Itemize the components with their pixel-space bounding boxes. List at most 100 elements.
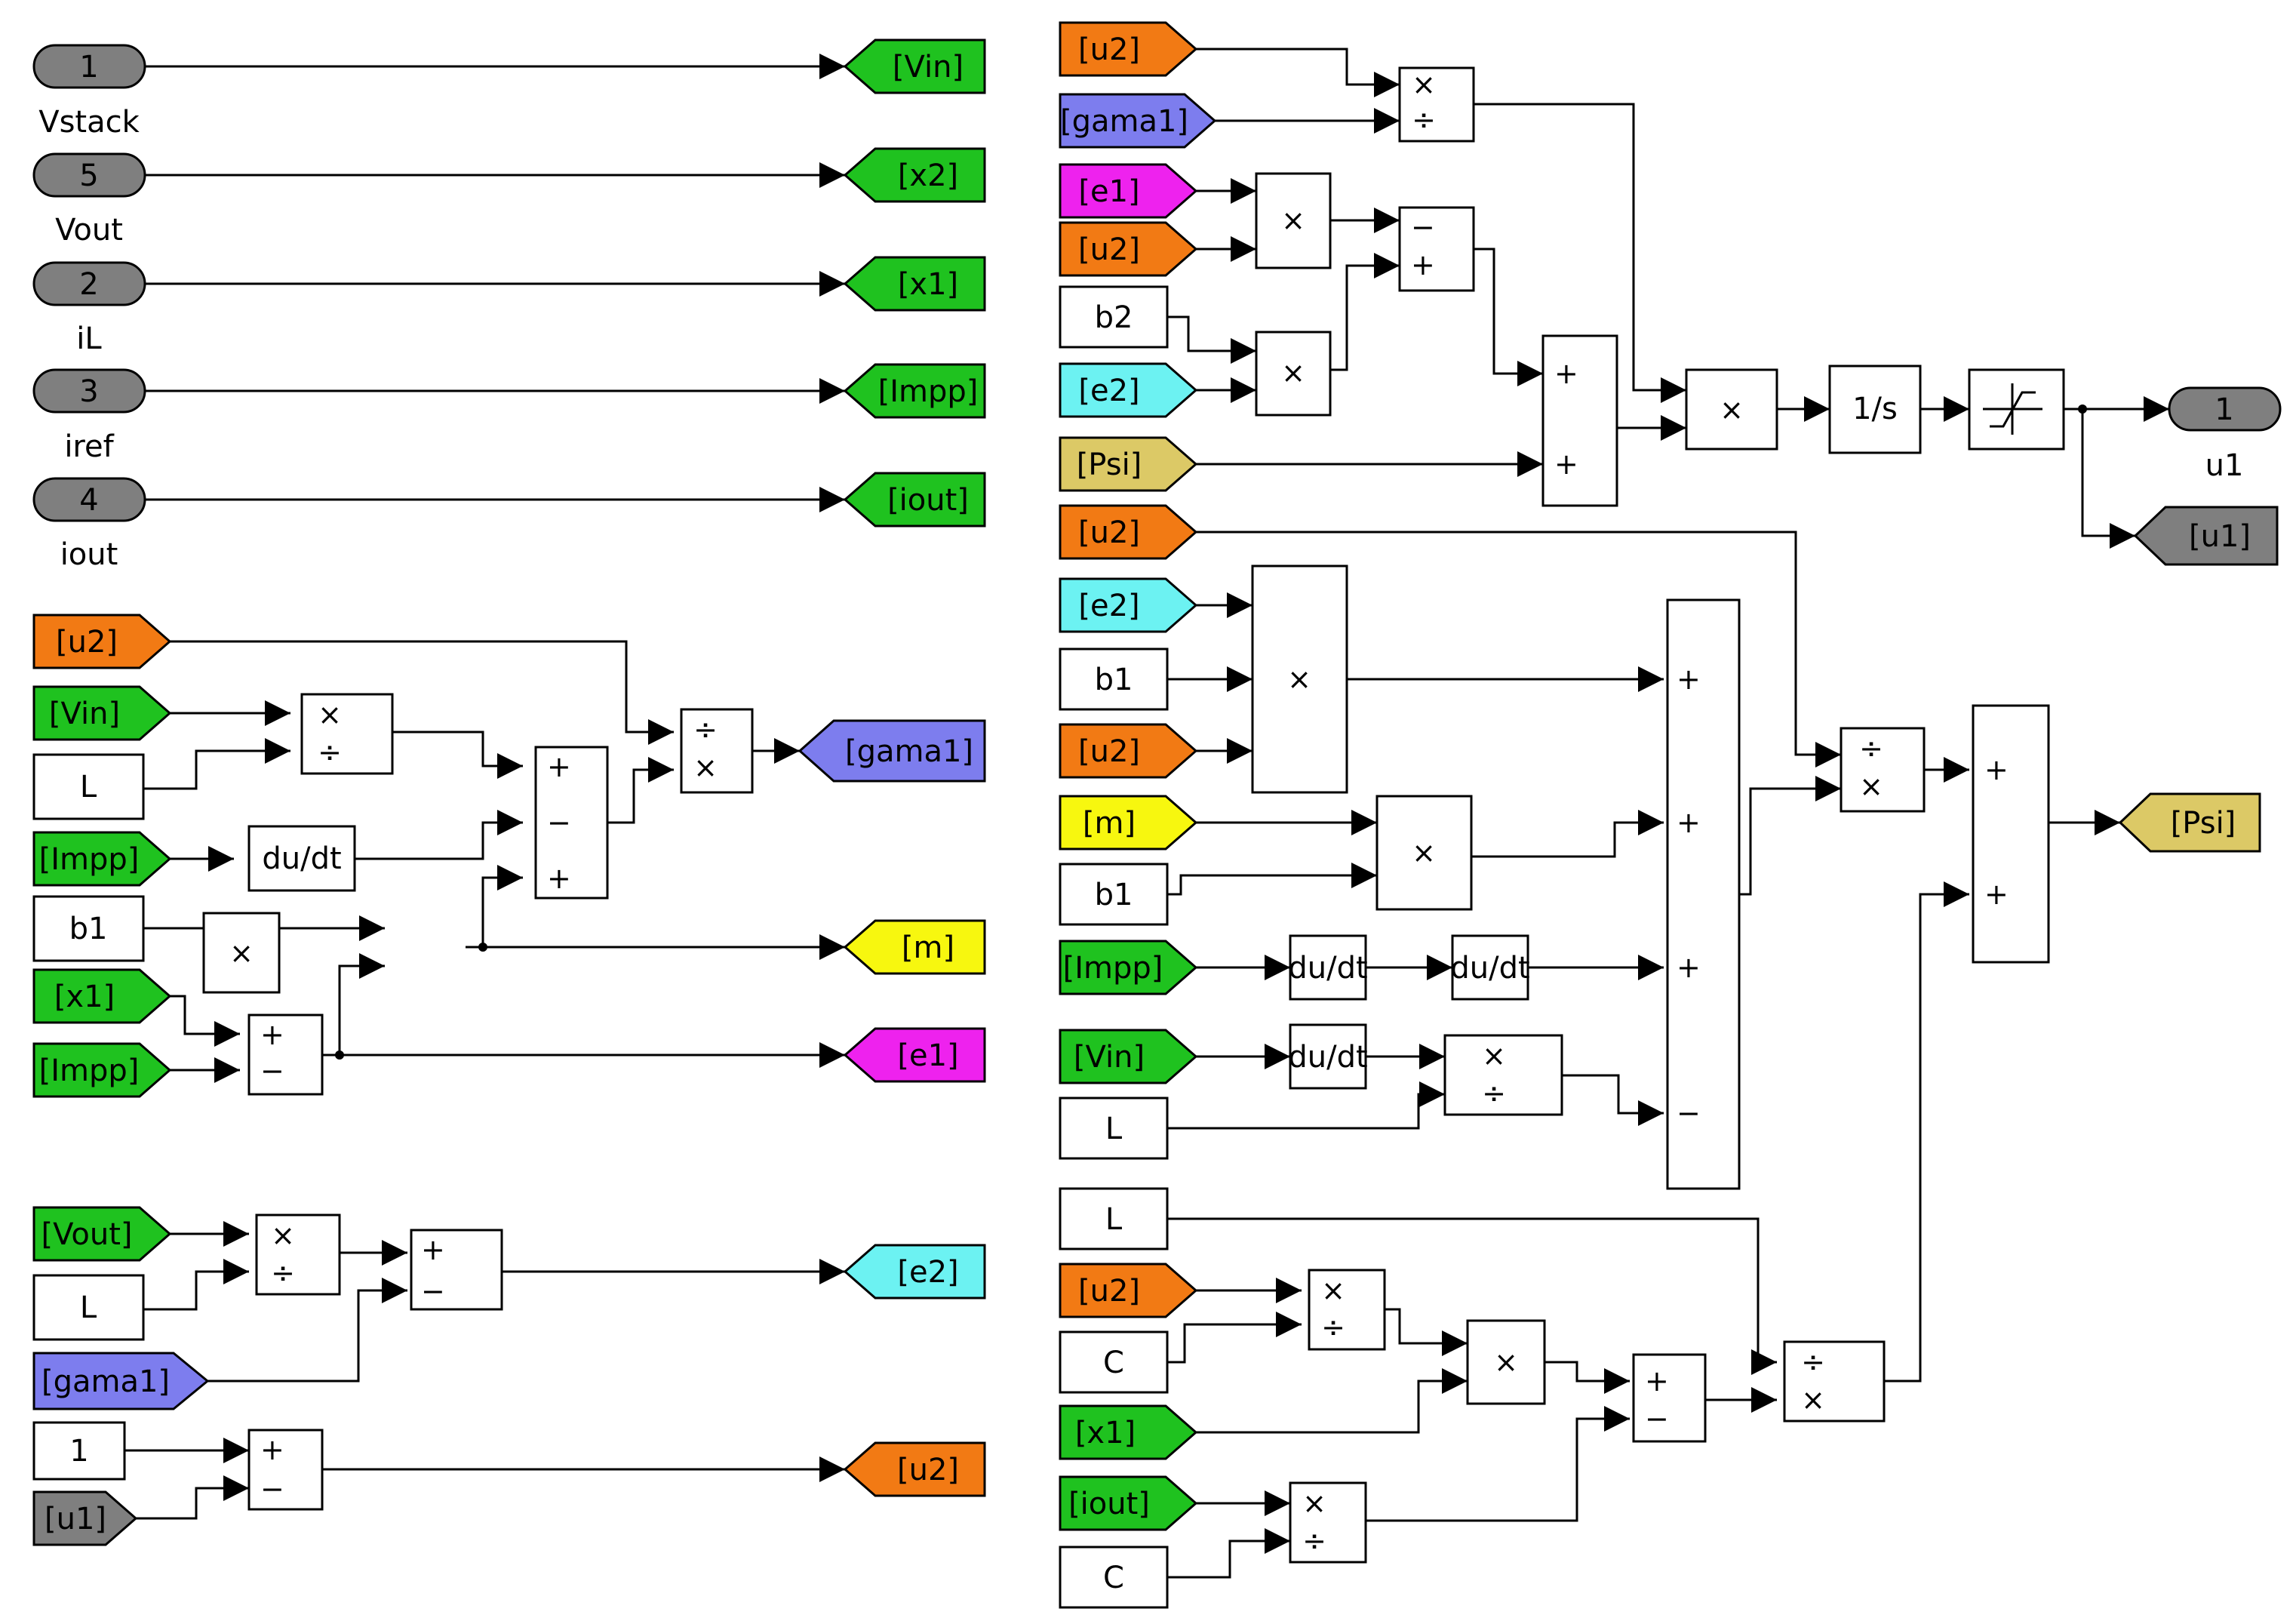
from-e2[interactable]: [e2]: [1059, 577, 1198, 633]
goto-x2[interactable]: [x2]: [843, 147, 986, 203]
from-e1[interactable]: [e1]: [1059, 163, 1198, 219]
from-e2[interactable]: [e2]: [1059, 362, 1198, 418]
inport-5[interactable]: 5 Vout: [32, 152, 146, 248]
svg-text:[Impp]: [Impp]: [1063, 951, 1163, 986]
product-block[interactable]: ×: [1466, 1319, 1546, 1405]
constant-b1[interactable]: b1: [1059, 647, 1169, 711]
svg-text:÷: ÷: [1859, 732, 1883, 765]
from-iout[interactable]: [iout]: [1059, 1475, 1198, 1531]
constant-L[interactable]: L: [32, 1274, 145, 1341]
divide-block[interactable]: × ÷: [255, 1213, 341, 1296]
product-block[interactable]: ×: [1375, 795, 1473, 911]
divide-block[interactable]: × ÷: [1308, 1269, 1386, 1351]
from-gama1[interactable]: [gama1]: [32, 1352, 210, 1410]
svg-text:[x1]: [x1]: [54, 980, 115, 1014]
from-psi[interactable]: [Psi]: [1059, 436, 1198, 492]
constant-one[interactable]: 1: [32, 1421, 126, 1481]
constant-b1[interactable]: b1: [1059, 863, 1169, 926]
from-gama1[interactable]: [gama1]: [1059, 93, 1217, 149]
from-impp[interactable]: [Impp]: [1059, 940, 1198, 995]
svg-text:[u2]: [u2]: [1078, 515, 1140, 550]
from-u2[interactable]: [u2]: [1059, 221, 1198, 277]
integrator-block[interactable]: 1/s: [1828, 364, 1922, 454]
svg-text:[Impp]: [Impp]: [878, 374, 979, 409]
sum-block[interactable]: + − +: [534, 746, 609, 900]
product-block[interactable]: ×: [1255, 172, 1332, 269]
from-u2[interactable]: [u2]: [32, 614, 172, 669]
saturation-block[interactable]: [1968, 368, 2065, 451]
product-block[interactable]: ×: [202, 912, 281, 994]
constant-L[interactable]: L: [32, 753, 145, 820]
product-block[interactable]: ×: [1685, 368, 1778, 451]
from-vout[interactable]: [Vout]: [32, 1206, 172, 1262]
goto-e2[interactable]: [e2]: [843, 1244, 986, 1300]
derivative-block[interactable]: du/dt: [1450, 934, 1530, 1001]
svg-text:L: L: [80, 770, 97, 804]
divide-block[interactable]: ÷ ×: [1840, 727, 1926, 813]
constant-L[interactable]: L: [1059, 1097, 1169, 1160]
derivative-block[interactable]: du/dt: [247, 825, 356, 892]
inport-3[interactable]: 3 iref: [32, 368, 146, 464]
sum-block[interactable]: + −: [247, 1014, 324, 1096]
derivative-block[interactable]: du/dt: [1288, 1023, 1368, 1090]
goto-psi[interactable]: [Psi]: [2118, 792, 2261, 853]
goto-x1[interactable]: [x1]: [843, 256, 986, 312]
constant-b2[interactable]: b2: [1059, 285, 1169, 349]
from-vin[interactable]: [Vin]: [32, 685, 172, 741]
inport-2[interactable]: 2 iL: [32, 261, 146, 356]
constant-C[interactable]: C: [1059, 1330, 1169, 1394]
divide-block[interactable]: ÷ ×: [680, 708, 754, 794]
saturation-icon: [1983, 383, 2042, 435]
svg-text:[iout]: [iout]: [887, 483, 969, 518]
svg-text:[u2]: [u2]: [1078, 32, 1140, 67]
derivative-block[interactable]: du/dt: [1288, 934, 1368, 1001]
inport-1[interactable]: 1 Vstack: [32, 44, 146, 140]
sum-block[interactable]: + +: [1972, 704, 2050, 964]
svg-text:[u2]: [u2]: [56, 625, 118, 660]
svg-text:du/dt: du/dt: [262, 841, 341, 876]
constant-b1[interactable]: b1: [32, 895, 145, 962]
sum-block[interactable]: + −: [1632, 1353, 1707, 1443]
goto-vin[interactable]: [Vin]: [843, 38, 986, 94]
from-vin[interactable]: [Vin]: [1059, 1029, 1198, 1084]
divide-block[interactable]: × ÷: [1398, 66, 1475, 143]
goto-u2[interactable]: [u2]: [843, 1441, 986, 1497]
from-x1[interactable]: [x1]: [32, 968, 172, 1024]
from-u2[interactable]: [u2]: [1059, 723, 1198, 779]
constant-L[interactable]: L: [1059, 1187, 1169, 1250]
goto-u1[interactable]: [u1]: [2133, 506, 2279, 566]
svg-text:×: ×: [1482, 1039, 1506, 1072]
sum-block[interactable]: − +: [1398, 206, 1475, 292]
sum-block[interactable]: + −: [410, 1229, 503, 1311]
goto-gama1[interactable]: [gama1]: [798, 719, 986, 783]
from-x1[interactable]: [x1]: [1059, 1404, 1198, 1460]
goto-impp[interactable]: [Impp]: [843, 363, 986, 419]
svg-text:[Impp]: [Impp]: [39, 1053, 140, 1088]
divide-block[interactable]: × ÷: [300, 693, 394, 775]
from-u2[interactable]: [u2]: [1059, 21, 1198, 77]
from-m[interactable]: [m]: [1059, 795, 1198, 850]
divide-block[interactable]: × ÷: [1443, 1034, 1563, 1116]
from-impp[interactable]: [Impp]: [32, 831, 172, 887]
svg-text:+: +: [1984, 753, 2009, 786]
outport-1[interactable]: 1 u1: [2168, 386, 2282, 483]
goto-e1[interactable]: [e1]: [843, 1027, 986, 1083]
divide-block[interactable]: ÷ ×: [1783, 1340, 1886, 1423]
svg-text:+: +: [1411, 248, 1435, 281]
constant-C[interactable]: C: [1059, 1546, 1169, 1609]
svg-text:×: ×: [693, 751, 718, 784]
from-u2[interactable]: [u2]: [1059, 1263, 1198, 1318]
svg-text:[m]: [m]: [902, 930, 954, 965]
inport-4[interactable]: 4 iout: [32, 477, 146, 572]
product-block[interactable]: ×: [1255, 331, 1332, 417]
sum-block[interactable]: + +: [1541, 334, 1618, 507]
from-impp[interactable]: [Impp]: [32, 1042, 172, 1098]
from-u1[interactable]: [u1]: [32, 1490, 138, 1546]
goto-m[interactable]: [m]: [843, 919, 986, 975]
divide-block[interactable]: × ÷: [1289, 1481, 1367, 1564]
from-u2[interactable]: [u2]: [1059, 504, 1198, 560]
sum-block[interactable]: + + + −: [1666, 598, 1741, 1190]
goto-iout[interactable]: [iout]: [843, 472, 986, 528]
product-block[interactable]: ×: [1251, 564, 1348, 794]
sum-block[interactable]: + −: [247, 1429, 324, 1511]
